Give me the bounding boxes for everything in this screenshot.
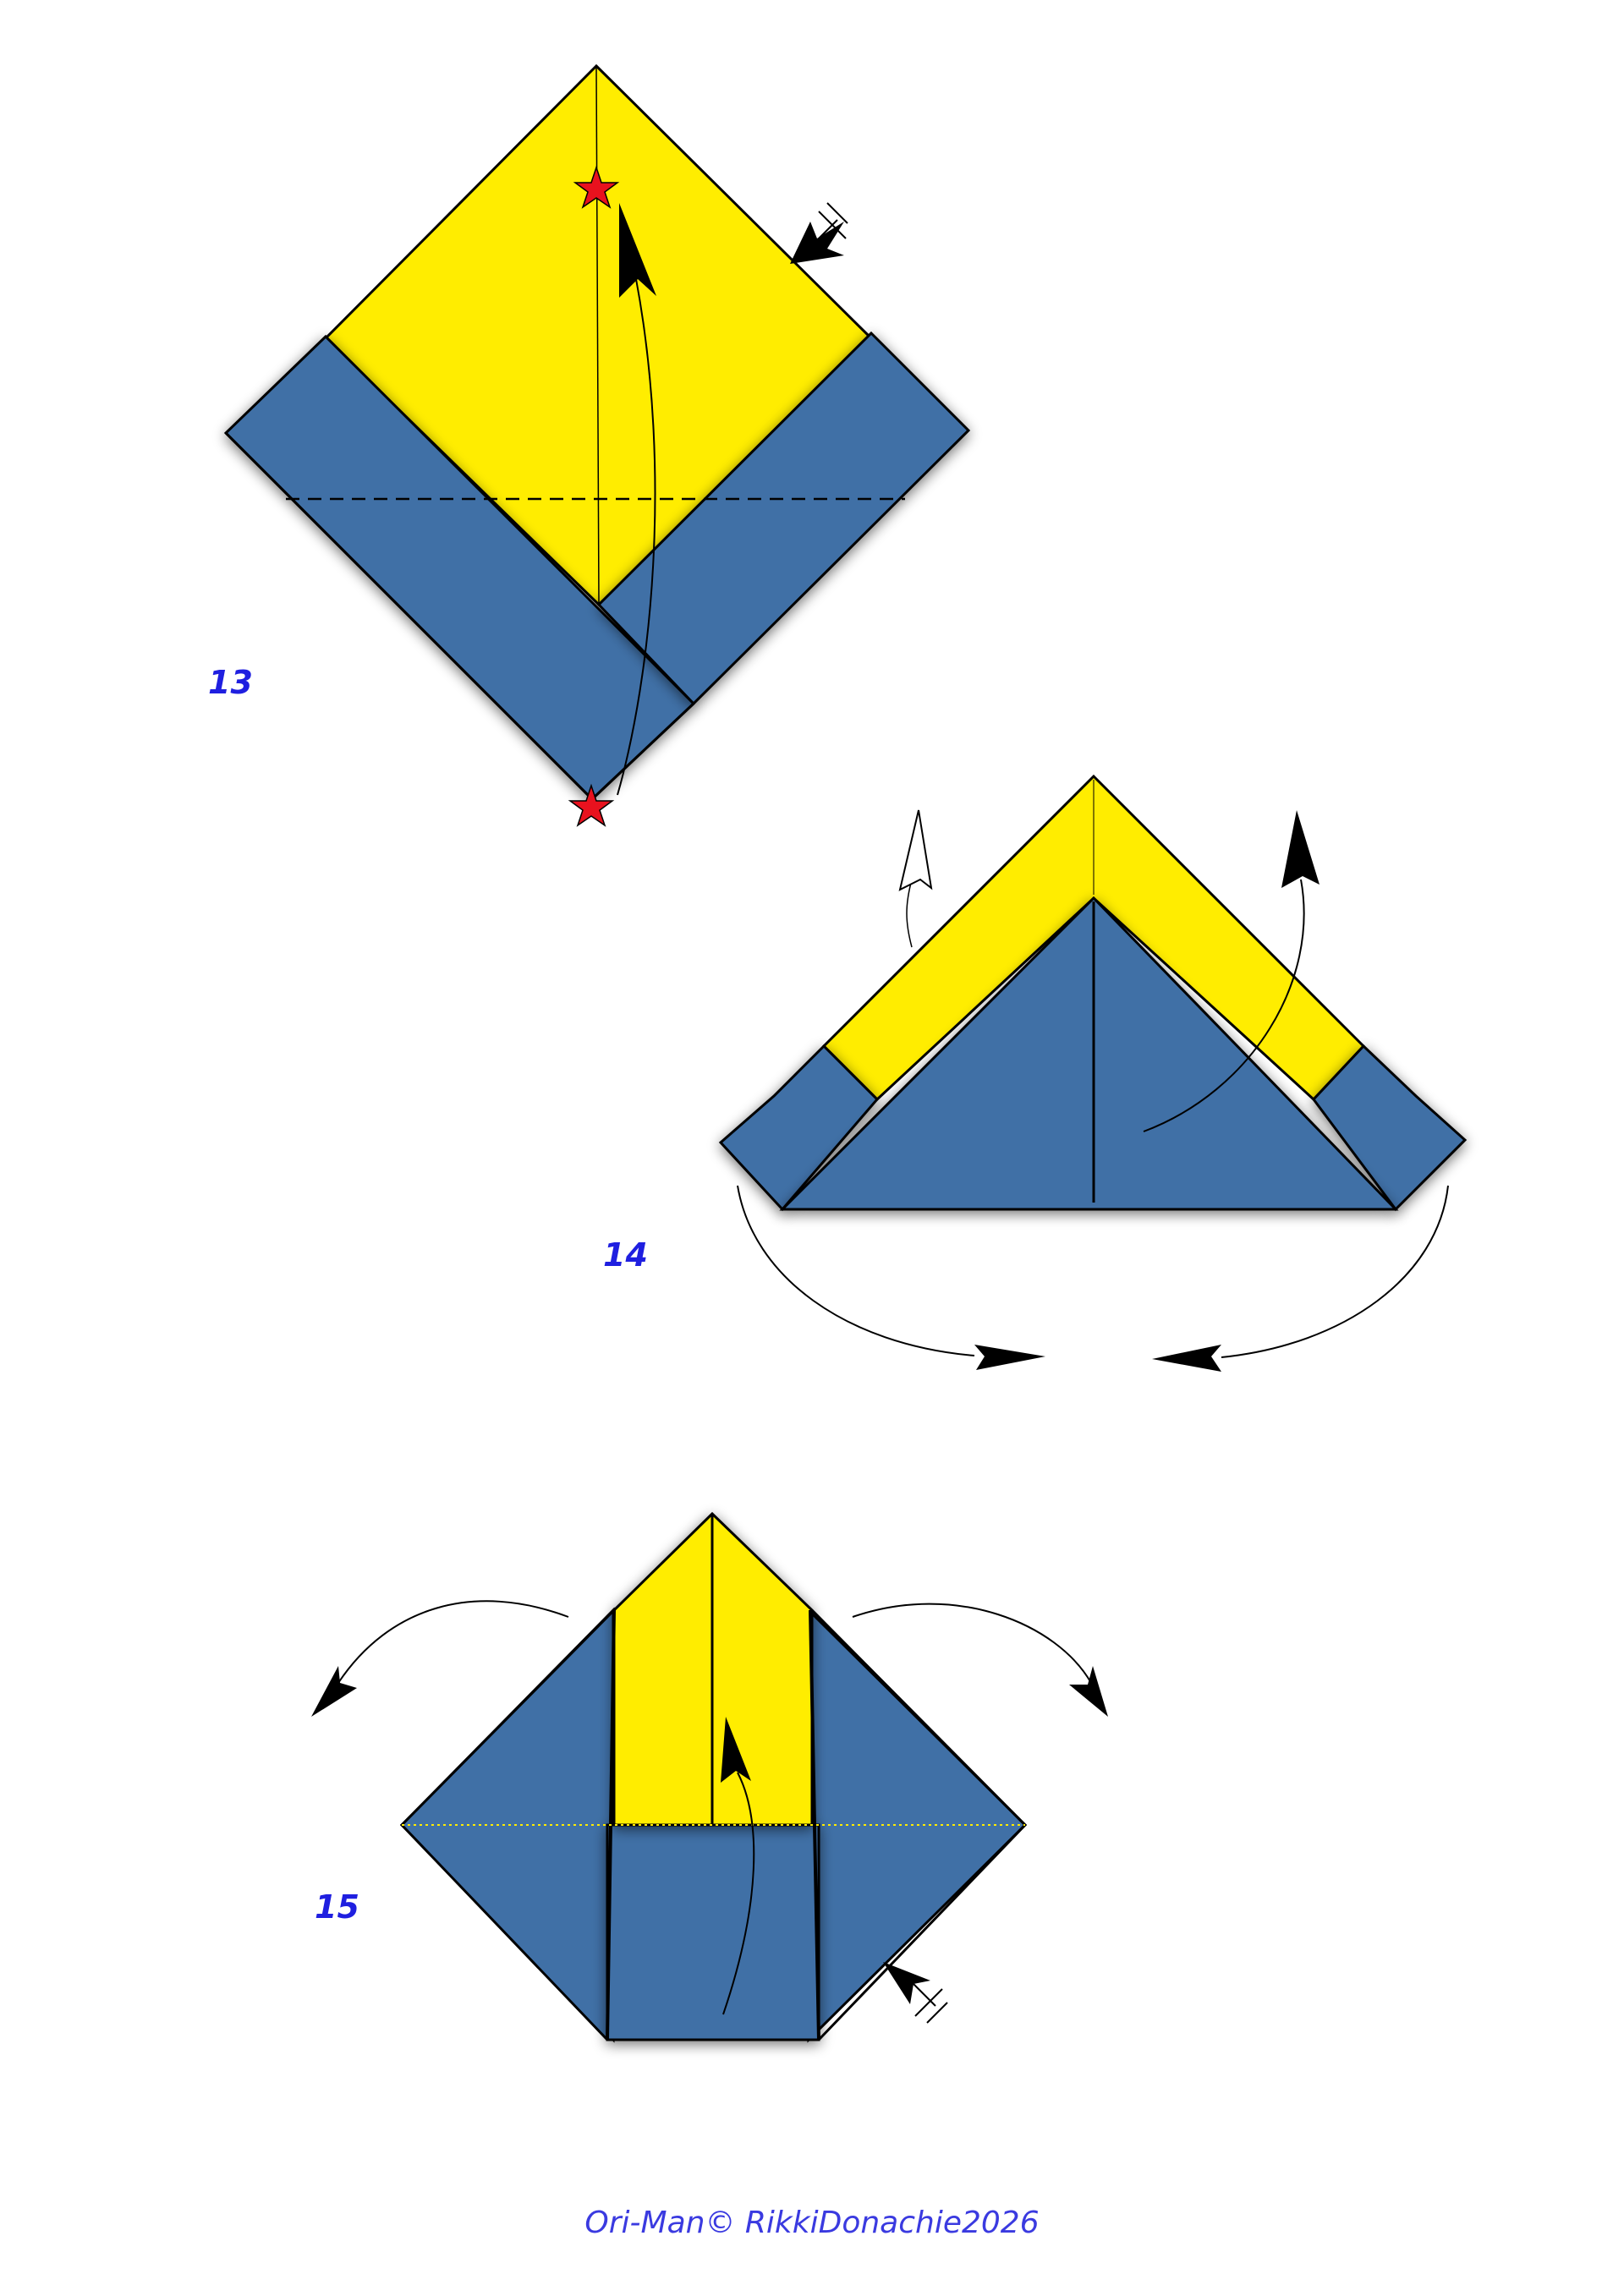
step-15-cross-mark-2 <box>926 2002 948 2024</box>
step-14-diagram <box>718 774 1468 1372</box>
step-14-left-blue-flap <box>718 1044 880 1212</box>
step-13-target-star <box>573 165 620 209</box>
step-13-cross-mark-2 <box>826 202 848 224</box>
step-14-left-up-arrow <box>906 879 913 948</box>
step-14-number: 14 <box>603 1236 648 1274</box>
step-13-diagram <box>223 63 971 827</box>
step-15-right-curve-arrow <box>852 1603 1092 1684</box>
step-13-push-arrow-stem <box>811 219 838 246</box>
step-14-hollow-arrow-icon <box>898 809 933 891</box>
step-13-center-crease <box>595 67 600 604</box>
step-15-right-curve-head <box>1069 1666 1108 1717</box>
step-15-left-curve-arrow <box>337 1600 569 1684</box>
step-14-right-blue-flap <box>1312 1044 1468 1212</box>
step-15-right-edge <box>809 1609 820 2041</box>
step-15-fold-arrow <box>722 1772 755 2015</box>
step-14-right-swing-head <box>1152 1345 1221 1372</box>
step-15-cross-mark <box>914 1988 943 2017</box>
step-15-push-arrow-icon <box>883 1962 930 2004</box>
step-13-source-star <box>568 783 615 827</box>
step-14-left-swing-arrow <box>737 1185 975 1356</box>
step-15-outline <box>399 1608 1028 2041</box>
step-14-right-swing-arrow <box>1221 1185 1449 1358</box>
step-15-left-curve-head <box>311 1666 357 1717</box>
step-13-push-arrow-icon <box>790 222 844 264</box>
step-13-arrow-head <box>619 203 656 298</box>
credit-text: Ori-Man© RikkiDonachie2026 <box>584 2206 1039 2240</box>
step-14-left-swing-head <box>974 1345 1045 1370</box>
step-15-diagram <box>311 1511 1108 2043</box>
step-14-right-curve-arrow <box>1143 879 1305 1132</box>
step-13-number: 13 <box>208 664 253 701</box>
step-13-cross-mark <box>818 211 847 239</box>
step-13-fold-arrow <box>617 278 656 796</box>
step-15-bottom-blue-panel <box>606 1823 820 2041</box>
step-14-blue-triangle <box>779 896 1399 1211</box>
step-14-right-arrow-head <box>1281 810 1320 888</box>
step-15-fold-arrow-head <box>721 1717 751 1783</box>
step-15-push-arrow-stem <box>909 1980 936 2007</box>
step-15-number: 15 <box>315 1888 359 1926</box>
step-13-bottom-point <box>224 431 695 802</box>
